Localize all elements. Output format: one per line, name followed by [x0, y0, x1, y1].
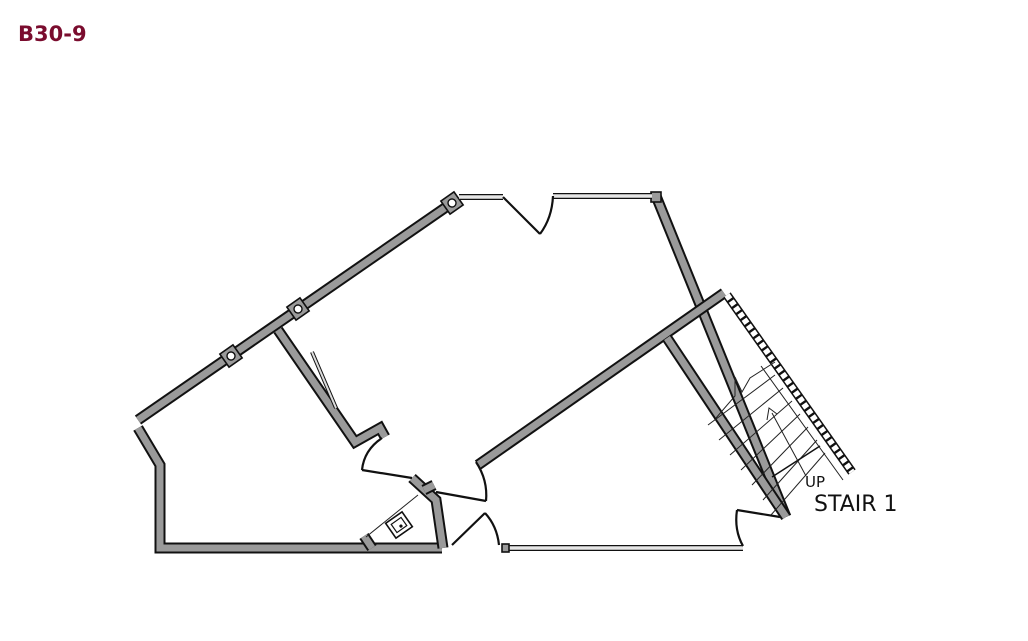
stair-name-label: STAIR 1 [814, 492, 898, 517]
plan-title: B30-9 [18, 22, 87, 46]
windows [310, 193, 743, 553]
stair-railing [723, 292, 856, 475]
sink-fixture [365, 494, 419, 540]
walls [133, 193, 792, 554]
doors [360, 195, 781, 547]
stair-treads [707, 361, 844, 516]
columns [218, 190, 662, 369]
stair-direction-label: UP [805, 473, 826, 491]
